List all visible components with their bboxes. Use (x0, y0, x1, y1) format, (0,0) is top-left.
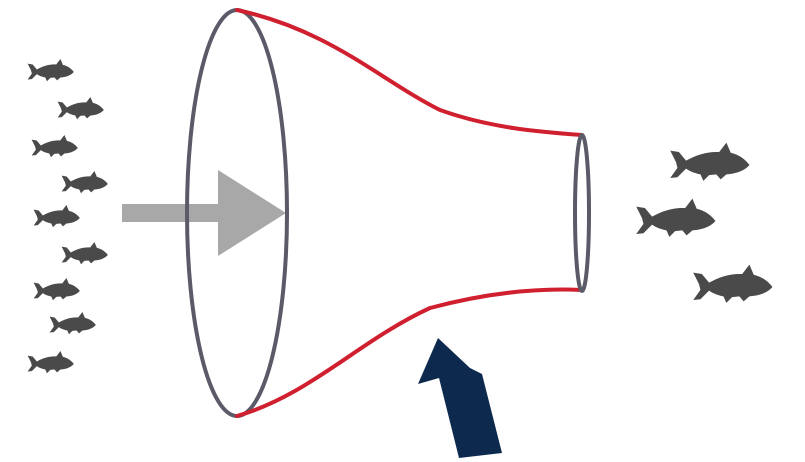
fish-icon (50, 312, 96, 334)
pressure-arrow-icon (418, 338, 502, 458)
fish-icon (58, 97, 104, 119)
fish-icon (636, 199, 715, 237)
fish-icon (34, 205, 80, 227)
fish-icon (28, 59, 74, 81)
funnel-top-edge (237, 10, 582, 135)
fish-icon (28, 351, 74, 373)
output-fish-school (636, 143, 772, 303)
funnel-bottom-edge (237, 290, 582, 416)
fish-icon (34, 278, 80, 300)
fish-icon (693, 265, 772, 303)
funnel-outlet-rim (575, 135, 589, 291)
fish-icon (62, 242, 108, 264)
fish-icon (32, 135, 78, 157)
fish-icon (670, 143, 749, 181)
fish-icon (62, 171, 108, 193)
input-arrow-icon (122, 170, 286, 256)
input-fish-school (28, 59, 108, 373)
